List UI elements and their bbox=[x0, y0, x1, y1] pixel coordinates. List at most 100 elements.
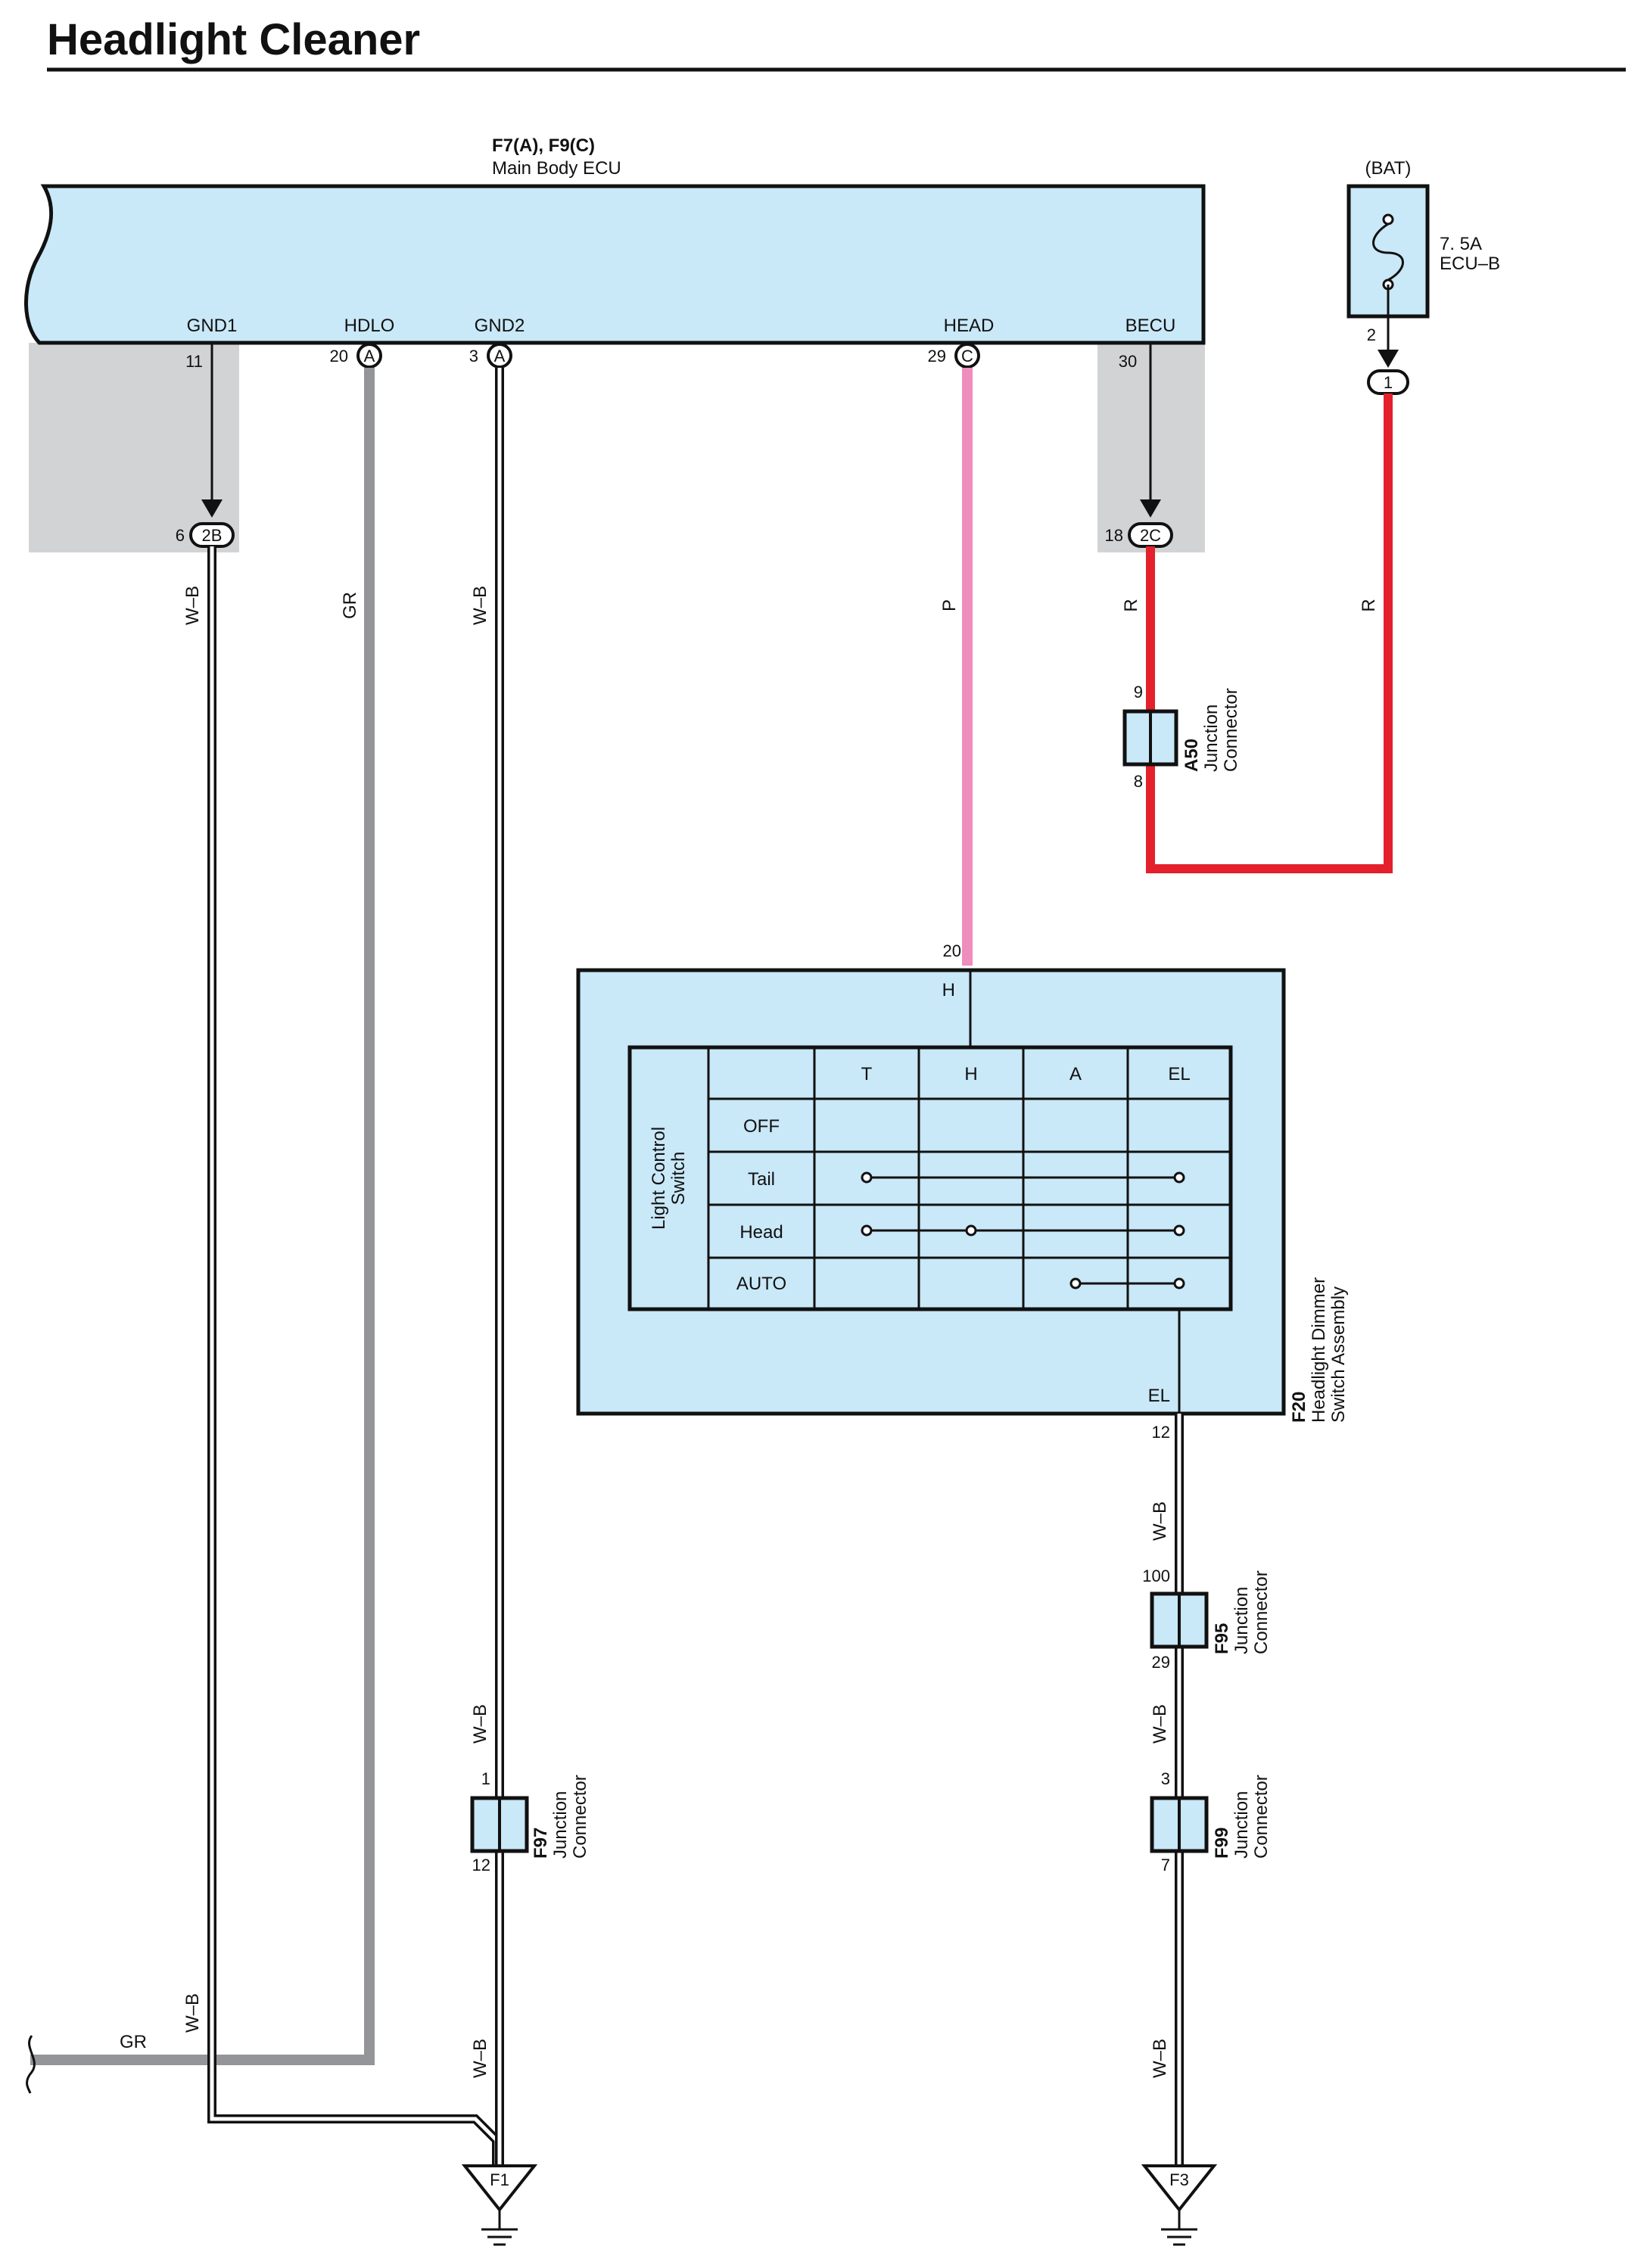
ecu-pin-gnd1-num: 11 bbox=[185, 352, 203, 371]
f99-pin-bottom: 7 bbox=[1161, 1856, 1170, 1874]
table-col-t: T bbox=[861, 1064, 873, 1084]
fuse-connector-id: 1 bbox=[1384, 373, 1393, 392]
table-row-head: Head bbox=[739, 1222, 783, 1243]
f95-pin-bottom: 29 bbox=[1152, 1653, 1170, 1672]
tail-el-dot bbox=[1173, 1171, 1185, 1184]
wire-label-gnd1: W–B bbox=[182, 586, 203, 625]
ecu-pin-gnd2-num: 3 bbox=[469, 347, 478, 366]
table-col-a: A bbox=[1069, 1064, 1082, 1084]
wire-break-icon bbox=[26, 2035, 36, 2094]
wire-label-fuse: R bbox=[1359, 599, 1379, 611]
ecu-pin-head-num: 29 bbox=[928, 347, 946, 366]
f95-name-line2: Connector bbox=[1251, 1570, 1272, 1654]
ecu-pin-becu-num: 30 bbox=[1119, 352, 1137, 371]
ground-f1-label: F1 bbox=[490, 2170, 509, 2189]
ecu-name: Main Body ECU bbox=[492, 158, 621, 179]
f99-name-line1: Junction bbox=[1231, 1791, 1252, 1859]
page-title: Headlight Cleaner bbox=[47, 15, 420, 64]
ground-f1: F1 bbox=[461, 2164, 538, 2246]
f97-pin-bottom: 12 bbox=[472, 1856, 490, 1874]
wire-a50-loop-red bbox=[1146, 394, 1393, 873]
ground-f1-symbol bbox=[461, 2164, 538, 2213]
wire-gnd1-wb bbox=[207, 546, 501, 2166]
auto-el-dot bbox=[1173, 1277, 1185, 1290]
light-control-switch-table: Light Control Switch T H A EL OFF Tail H… bbox=[627, 1045, 1233, 1311]
ecu-gnd2-connector bbox=[487, 343, 512, 369]
wire-label-hdlo: GR bbox=[340, 592, 360, 619]
table-row-tail: Tail bbox=[748, 1169, 775, 1190]
f99-code: F99 bbox=[1212, 1828, 1232, 1859]
wire-label-becu: R bbox=[1121, 599, 1141, 611]
wire-label-el-top: W–B bbox=[1150, 1501, 1170, 1541]
f99-pin-top: 3 bbox=[1161, 1769, 1170, 1788]
ecu-head-connector bbox=[954, 343, 980, 369]
head-t-dot bbox=[861, 1224, 873, 1237]
fuse-arrow-icon bbox=[1378, 350, 1399, 368]
junction-2b-pin: 6 bbox=[176, 526, 185, 545]
main-body-ecu: F7(A), F9(C) Main Body ECU GND1 HDLO GND… bbox=[24, 135, 1206, 345]
f97-name-line1: Junction bbox=[550, 1791, 571, 1859]
a50-pin-bottom: 8 bbox=[1134, 772, 1143, 791]
wire-hdlo-gray bbox=[30, 368, 375, 2065]
wire-label-gnd2-mid: W–B bbox=[470, 1704, 490, 1744]
auto-a-dot bbox=[1069, 1277, 1082, 1290]
fuse-source: (BAT) bbox=[1365, 158, 1412, 179]
switch-name-line1: Headlight Dimmer bbox=[1309, 1277, 1329, 1423]
wire-label-head: P bbox=[939, 599, 960, 611]
wire-label-hdlo-low: GR bbox=[120, 2032, 147, 2052]
f95-code: F95 bbox=[1212, 1623, 1232, 1654]
junction-2b-id: 2B bbox=[202, 526, 223, 545]
wire-label-el-bot: W–B bbox=[1150, 2039, 1170, 2078]
wire-label-gnd2-low: W–B bbox=[470, 2039, 490, 2078]
ground-f3: F3 bbox=[1141, 2164, 1218, 2246]
wire-label-gnd1-low: W–B bbox=[182, 1993, 203, 2033]
f97-pin-top: 1 bbox=[481, 1769, 490, 1788]
ecu-hdlo-connector-id: A bbox=[364, 347, 375, 366]
junction-2c-pin: 18 bbox=[1105, 526, 1123, 545]
ecu-gnd2-connector-id: A bbox=[494, 347, 506, 366]
wire-label-el-mid: W–B bbox=[1150, 1704, 1170, 1744]
ecu-pin-hdlo-num: 20 bbox=[330, 347, 348, 366]
ecu-code: F7(A), F9(C) bbox=[492, 135, 595, 156]
wire-label-gnd2: W–B bbox=[470, 586, 490, 625]
f99-name-line2: Connector bbox=[1251, 1775, 1272, 1859]
2b-arrow-icon bbox=[201, 499, 223, 518]
ecu-head-connector-id: C bbox=[961, 347, 973, 366]
a50-name-line1: Junction bbox=[1201, 705, 1222, 772]
ecu-pin-gnd1-label: GND1 bbox=[187, 316, 238, 336]
table-title-line1: Light Control bbox=[649, 1127, 669, 1230]
switch-pin-h-num: 20 bbox=[943, 941, 961, 960]
f95-name-line1: Junction bbox=[1231, 1587, 1252, 1654]
a50-pin-top: 9 bbox=[1134, 683, 1143, 702]
switch-name-line2: Switch Assembly bbox=[1328, 1286, 1349, 1423]
a50-name-line2: Connector bbox=[1221, 688, 1241, 772]
table-col-h: H bbox=[964, 1064, 977, 1084]
f97-code: F97 bbox=[531, 1828, 551, 1859]
tail-t-dot bbox=[861, 1171, 873, 1184]
junction-2c-id: 2C bbox=[1140, 526, 1161, 545]
fuse-rating: 7. 5A bbox=[1440, 234, 1482, 254]
a50-code: A50 bbox=[1181, 739, 1202, 772]
switch-pin-el-num: 12 bbox=[1152, 1423, 1170, 1442]
ecu-hdlo-connector bbox=[356, 343, 382, 369]
f97-name-line2: Connector bbox=[570, 1775, 590, 1859]
ecu-pin-hdlo-label: HDLO bbox=[344, 316, 395, 336]
fuse-name: ECU–B bbox=[1440, 254, 1500, 274]
f95-pin-top: 100 bbox=[1142, 1566, 1170, 1585]
ecu-pin-head-label: HEAD bbox=[944, 316, 995, 336]
switch-code: F20 bbox=[1289, 1392, 1309, 1423]
ground-f3-symbol bbox=[1141, 2164, 1218, 2213]
head-h-dot bbox=[965, 1224, 977, 1237]
ecu-box bbox=[24, 184, 1206, 345]
ecu-pin-becu-label: BECU bbox=[1125, 316, 1176, 336]
2c-arrow-icon bbox=[1140, 499, 1161, 518]
ecu-pin-gnd2-label: GND2 bbox=[475, 316, 525, 336]
switch-pin-el-label: EL bbox=[1148, 1386, 1170, 1406]
head-el-dot bbox=[1173, 1224, 1185, 1237]
table-row-auto: AUTO bbox=[736, 1274, 786, 1294]
table-row-off: OFF bbox=[743, 1116, 780, 1137]
table-title-line2: Switch bbox=[668, 1152, 689, 1206]
fuse-pin: 2 bbox=[1367, 325, 1376, 344]
switch-pin-h-label: H bbox=[942, 980, 955, 1000]
fuse-icon bbox=[1372, 222, 1404, 282]
